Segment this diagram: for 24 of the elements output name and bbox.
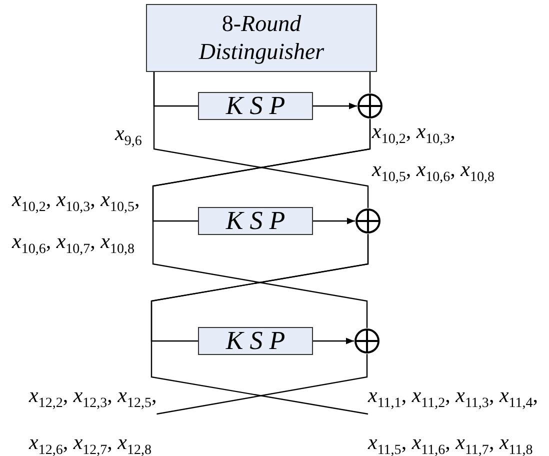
connector-line xyxy=(153,72,369,208)
connector-line xyxy=(156,354,368,415)
xor-symbol xyxy=(357,93,383,119)
connector-line xyxy=(369,72,371,93)
function-box: K S P xyxy=(198,327,313,355)
variable-label: x$_{9,6}$ xyxy=(115,122,142,151)
arrow xyxy=(313,338,354,344)
xor-symbol xyxy=(355,208,381,234)
variable-label: x$_{11,5}$, x$_{11,6}$, x$_{11,7}$, x$_{11,8}$ xyxy=(368,432,533,456)
distinguisher-box: 8-Round Distinguisher xyxy=(146,4,377,72)
xor-symbol xyxy=(354,328,380,354)
function-box: K S P xyxy=(198,207,313,235)
variable-label: x$_{11,1}$, x$_{11,2}$, x$_{11,3}$, x$_{11,4}$, xyxy=(368,385,538,413)
variable-label: x$_{10,5}$, x$_{10,6}$, x$_{10,8}$ xyxy=(372,158,494,187)
arrow xyxy=(313,102,357,110)
connector-line xyxy=(152,119,371,328)
variable-label: x$_{10,6}$, x$_{10,7}$, x$_{10,8}$ xyxy=(12,230,134,259)
arrow xyxy=(313,218,355,224)
variable-label: x$_{12,6}$, x$_{12,7}$, x$_{12,8}$ xyxy=(29,432,152,456)
variable-label: x$_{10,2}$, x$_{10,3}$, xyxy=(372,120,456,149)
function-box: K S P xyxy=(198,92,313,120)
variable-label: x$_{12,2}$, x$_{12,3}$, x$_{12,5}$, xyxy=(29,385,157,413)
variable-label: x$_{10,2}$, x$_{10,3}$, x$_{10,5}$, xyxy=(12,188,140,217)
connector-line xyxy=(150,234,369,415)
